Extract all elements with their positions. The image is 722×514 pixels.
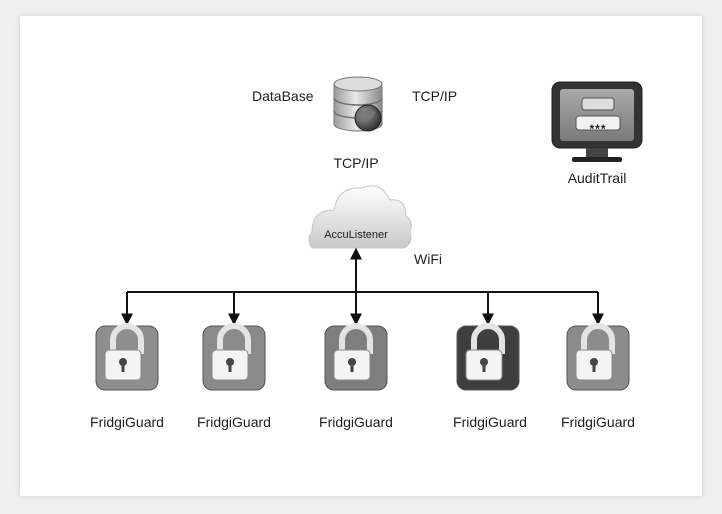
- tcp-ip-listener-label: TCP/IP: [333, 155, 379, 171]
- password-mask: ***: [589, 122, 607, 136]
- tcp-ip-audit-label: TCP/IP: [412, 88, 458, 104]
- device-label-2: FridgiGuard: [197, 414, 271, 430]
- database-label: DataBase: [252, 88, 314, 104]
- cloud-icon: [308, 185, 412, 249]
- device-label-1: FridgiGuard: [90, 414, 164, 430]
- device-label-4: FridgiGuard: [453, 414, 527, 430]
- padlock-icon: [324, 323, 388, 391]
- padlock-icon: [566, 323, 630, 391]
- database-globe-icon: [333, 76, 383, 132]
- device-label-3: FridgiGuard: [319, 414, 393, 430]
- padlock-icon: [456, 323, 520, 391]
- padlock-icon: [95, 323, 159, 391]
- padlock-icon: [202, 323, 266, 391]
- wifi-label: WiFi: [414, 251, 442, 267]
- audit-trail-label: AuditTrail: [567, 170, 627, 186]
- accu-listener-label: AccuListener: [324, 229, 388, 241]
- monitor-password-icon: [551, 81, 643, 162]
- device-label-5: FridgiGuard: [561, 414, 635, 430]
- wifi-connections: [121, 247, 604, 326]
